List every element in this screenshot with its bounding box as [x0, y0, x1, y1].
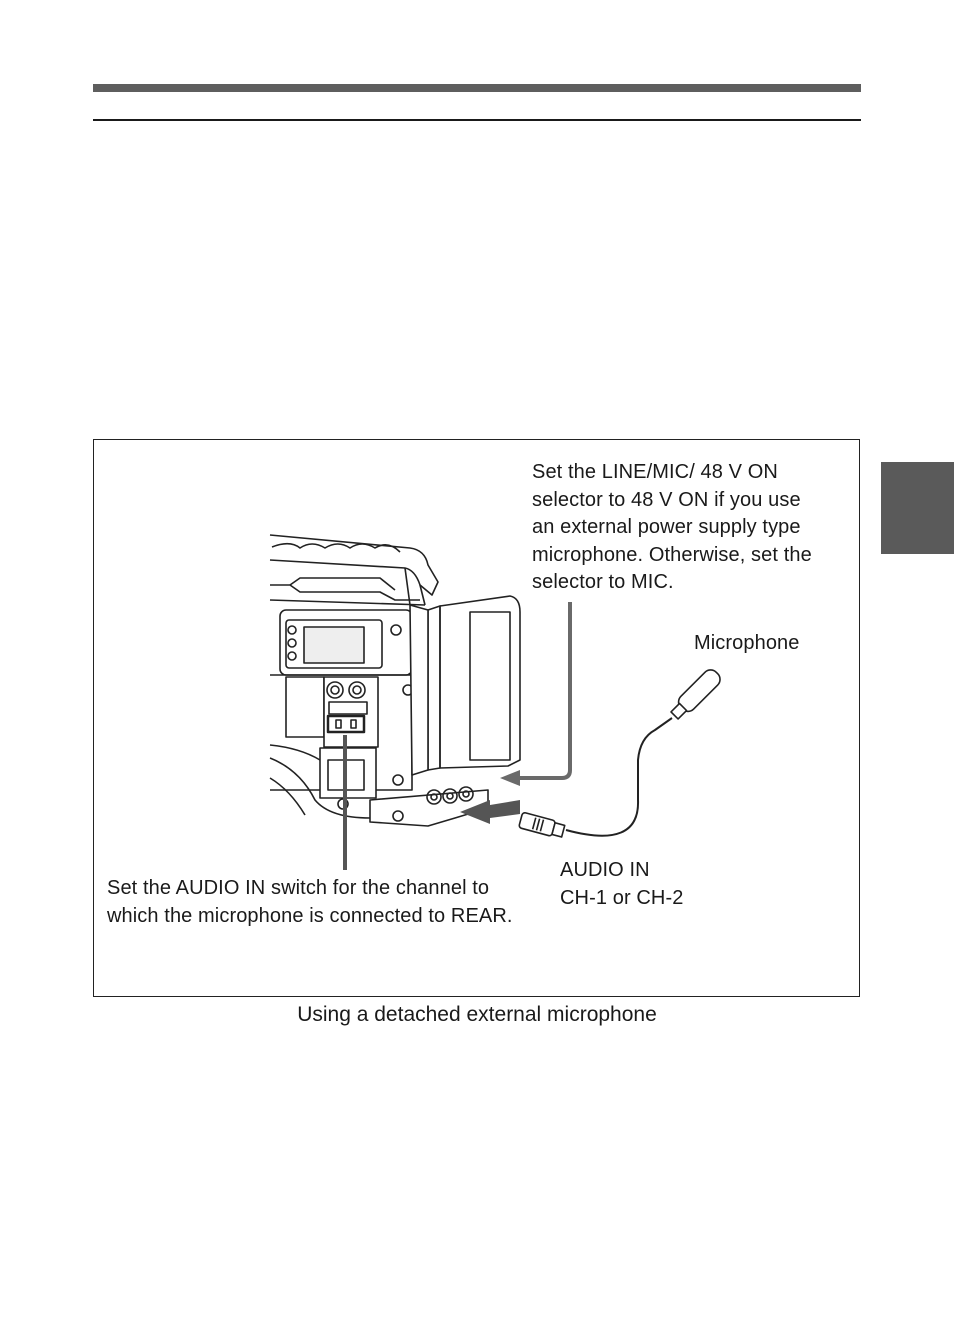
section-tab — [881, 462, 954, 554]
selector-callout: Set the LINE/MIC/ 48 V ON selector to 48… — [532, 459, 812, 597]
callout-line: microphone. Otherwise, set the — [532, 543, 812, 566]
callout-line: AUDIO IN — [560, 859, 650, 881]
figure-caption: Using a detached external microphone — [297, 1003, 657, 1026]
figure-frame — [93, 439, 860, 997]
callout-line: selector to MIC. — [532, 571, 674, 593]
header-rule — [93, 119, 861, 121]
audio-in-label: AUDIO IN CH-1 or CH-2 — [560, 857, 683, 912]
callout-line: Set the LINE/MIC/ 48 V ON — [532, 461, 778, 483]
callout-line: CH-1 or CH-2 — [560, 886, 684, 909]
audio-switch-callout: Set the AUDIO IN switch for the channel … — [107, 875, 513, 930]
callout-line: Set the AUDIO IN switch for the channel … — [107, 877, 490, 899]
callout-line: an external power supply type — [532, 516, 801, 538]
header-bar — [93, 84, 861, 92]
callout-line: which the microphone is connected to REA… — [107, 904, 513, 927]
callout-line: selector to 48 V ON if you use — [532, 488, 801, 511]
microphone-label: Microphone — [694, 632, 800, 654]
